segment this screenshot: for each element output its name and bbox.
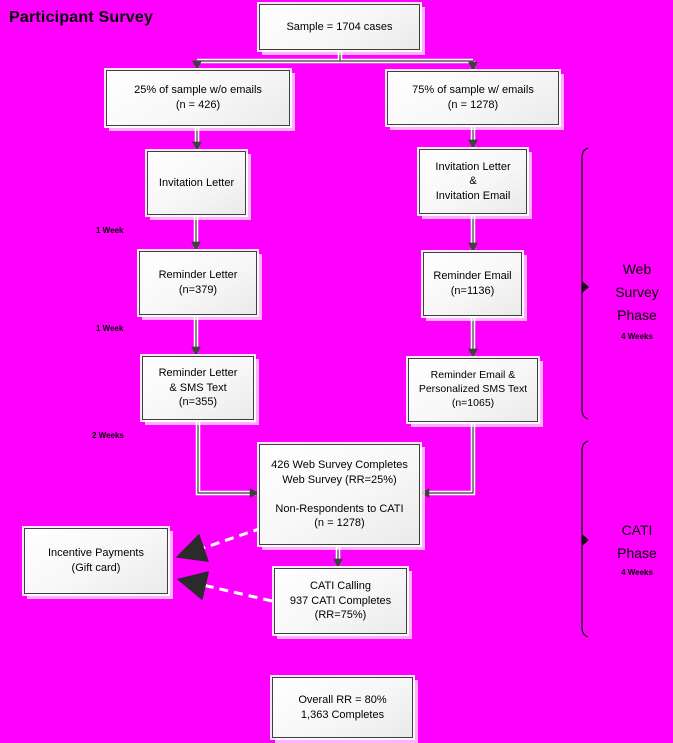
flowchart-box-overall: Overall RR = 80% 1,363 Completes: [272, 677, 413, 738]
flowchart-box-with-emails: 75% of sample w/ emails (n = 1278): [387, 71, 559, 125]
box-invitation-letter-text: Invitation Letter: [158, 176, 235, 189]
cati-phase-label: CATI Phase: [617, 522, 657, 561]
box-cati-calling-text: CATI Calling 937 CATI Completes (RR=75%): [289, 580, 392, 622]
box-no-emails-text: 25% of sample w/o emails (n = 426): [134, 84, 262, 111]
flowchart-box-incentive: Incentive Payments (Gift card): [24, 528, 168, 594]
flowchart-box-invitation-letter-email: Invitation Letter & Invitation Email: [419, 149, 527, 214]
flowchart-box-reminder-letter: Reminder Letter (n=379): [139, 251, 257, 315]
box-invitation-letter-email-text: Invitation Letter & Invitation Email: [435, 160, 511, 202]
flowchart-box-web-completes: 426 Web Survey Completes Web Survey (RR=…: [259, 444, 420, 545]
flowchart-box-no-emails: 25% of sample w/o emails (n = 426): [106, 70, 290, 126]
box-reminder-email-text: Reminder Email (n=1136): [433, 270, 512, 297]
web-phase-bracket: [581, 147, 589, 420]
flowchart-box-sample: Sample = 1704 cases: [259, 4, 420, 50]
cati-phase-bracket-arrow: [582, 534, 589, 546]
page-title: Participant Survey: [9, 9, 154, 26]
connector-right-to-webcompletes: [419, 422, 474, 498]
flowchart-box-reminder-email-sms: Reminder Email & Personalized SMS Text (…: [408, 358, 538, 422]
cati-phase-bracket: [581, 440, 589, 638]
connector-trunk: [197, 50, 473, 62]
box-web-completes-text: 426 Web Survey Completes Web Survey (RR=…: [271, 459, 408, 530]
flowchart-box-cati-calling: CATI Calling 937 CATI Completes (RR=75%): [274, 568, 407, 634]
interval-label-3: 2 Weeks: [92, 431, 124, 440]
interval-label-2: 1 Week: [96, 324, 124, 333]
web-phase-label: Web Survey Phase: [615, 261, 659, 323]
connector-left-to-webcompletes: [197, 420, 260, 498]
box-reminder-letter-sms-text: Reminder Letter & SMS Text (n=355): [158, 367, 238, 409]
cati-phase-duration: 4 Weeks: [621, 568, 653, 577]
box-reminder-letter-text: Reminder Letter (n=379): [158, 269, 238, 296]
flowchart-box-reminder-letter-sms: Reminder Letter & SMS Text (n=355): [142, 356, 254, 420]
flowchart-box-invitation-letter: Invitation Letter: [147, 151, 246, 215]
flowchart-box-reminder-email: Reminder Email (n=1136): [423, 252, 522, 316]
dashed-arrow-cati-incentive: [176, 571, 273, 603]
interval-label-1: 1 Week: [96, 226, 124, 235]
box-overall-text: Overall RR = 80% 1,363 Completes: [298, 693, 387, 721]
box-incentive-text: Incentive Payments (Gift card): [48, 547, 144, 574]
box-with-emails-text: 75% of sample w/ emails (n = 1278): [412, 84, 534, 111]
dashed-arrow-webcompletes-incentive: [175, 526, 263, 562]
box-sample-text: Sample = 1704 cases: [286, 20, 393, 33]
box-reminder-email-sms-text: Reminder Email & Personalized SMS Text (…: [418, 369, 528, 409]
web-phase-duration: 4 Weeks: [621, 332, 653, 341]
web-phase-bracket-arrow: [582, 281, 589, 293]
